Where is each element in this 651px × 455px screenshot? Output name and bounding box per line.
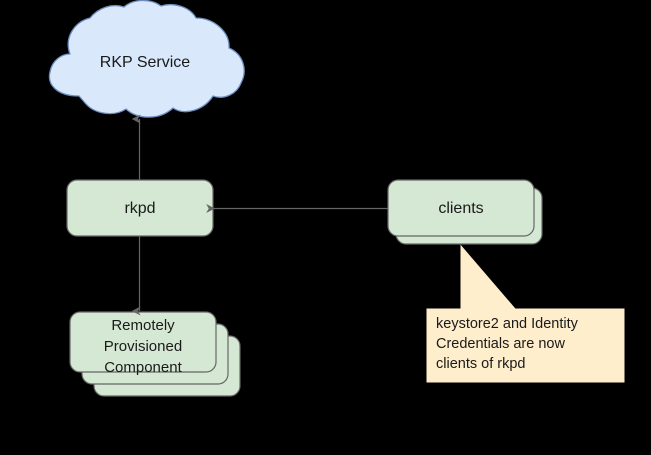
- node-cloud-rkp-service[interactable]: [48, 0, 245, 118]
- rkpd-box: [66, 179, 214, 237]
- node-stack-rpc[interactable]: [69, 311, 241, 397]
- rpc-stack-layer-front: [69, 311, 217, 373]
- callout-body: [426, 308, 625, 383]
- callout-note[interactable]: [426, 244, 625, 383]
- node-rkpd[interactable]: [66, 179, 214, 237]
- cloud-shape: [48, 0, 245, 118]
- node-stack-clients[interactable]: [387, 179, 543, 245]
- clients-stack-layer-front: [387, 179, 535, 237]
- callout-tail: [460, 244, 518, 311]
